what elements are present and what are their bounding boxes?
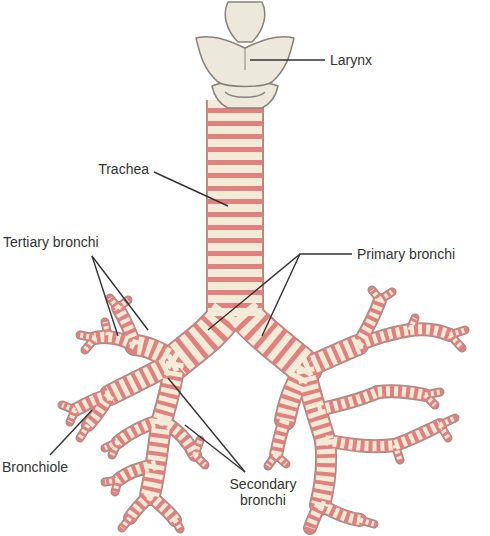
part-label: Secondary bronchi xyxy=(223,476,303,508)
part-label: Trachea xyxy=(98,161,149,177)
airway-wall xyxy=(62,100,465,529)
part-label: Tertiary bronchi xyxy=(3,234,99,250)
larynx-drawing xyxy=(196,2,294,108)
cartilage-rings xyxy=(62,100,465,529)
part-label: Bronchiole xyxy=(2,459,68,475)
part-label: Larynx xyxy=(330,52,372,68)
part-label: Primary bronchi xyxy=(357,246,455,262)
airway-outline xyxy=(62,100,465,529)
leader-lines xyxy=(50,60,352,472)
